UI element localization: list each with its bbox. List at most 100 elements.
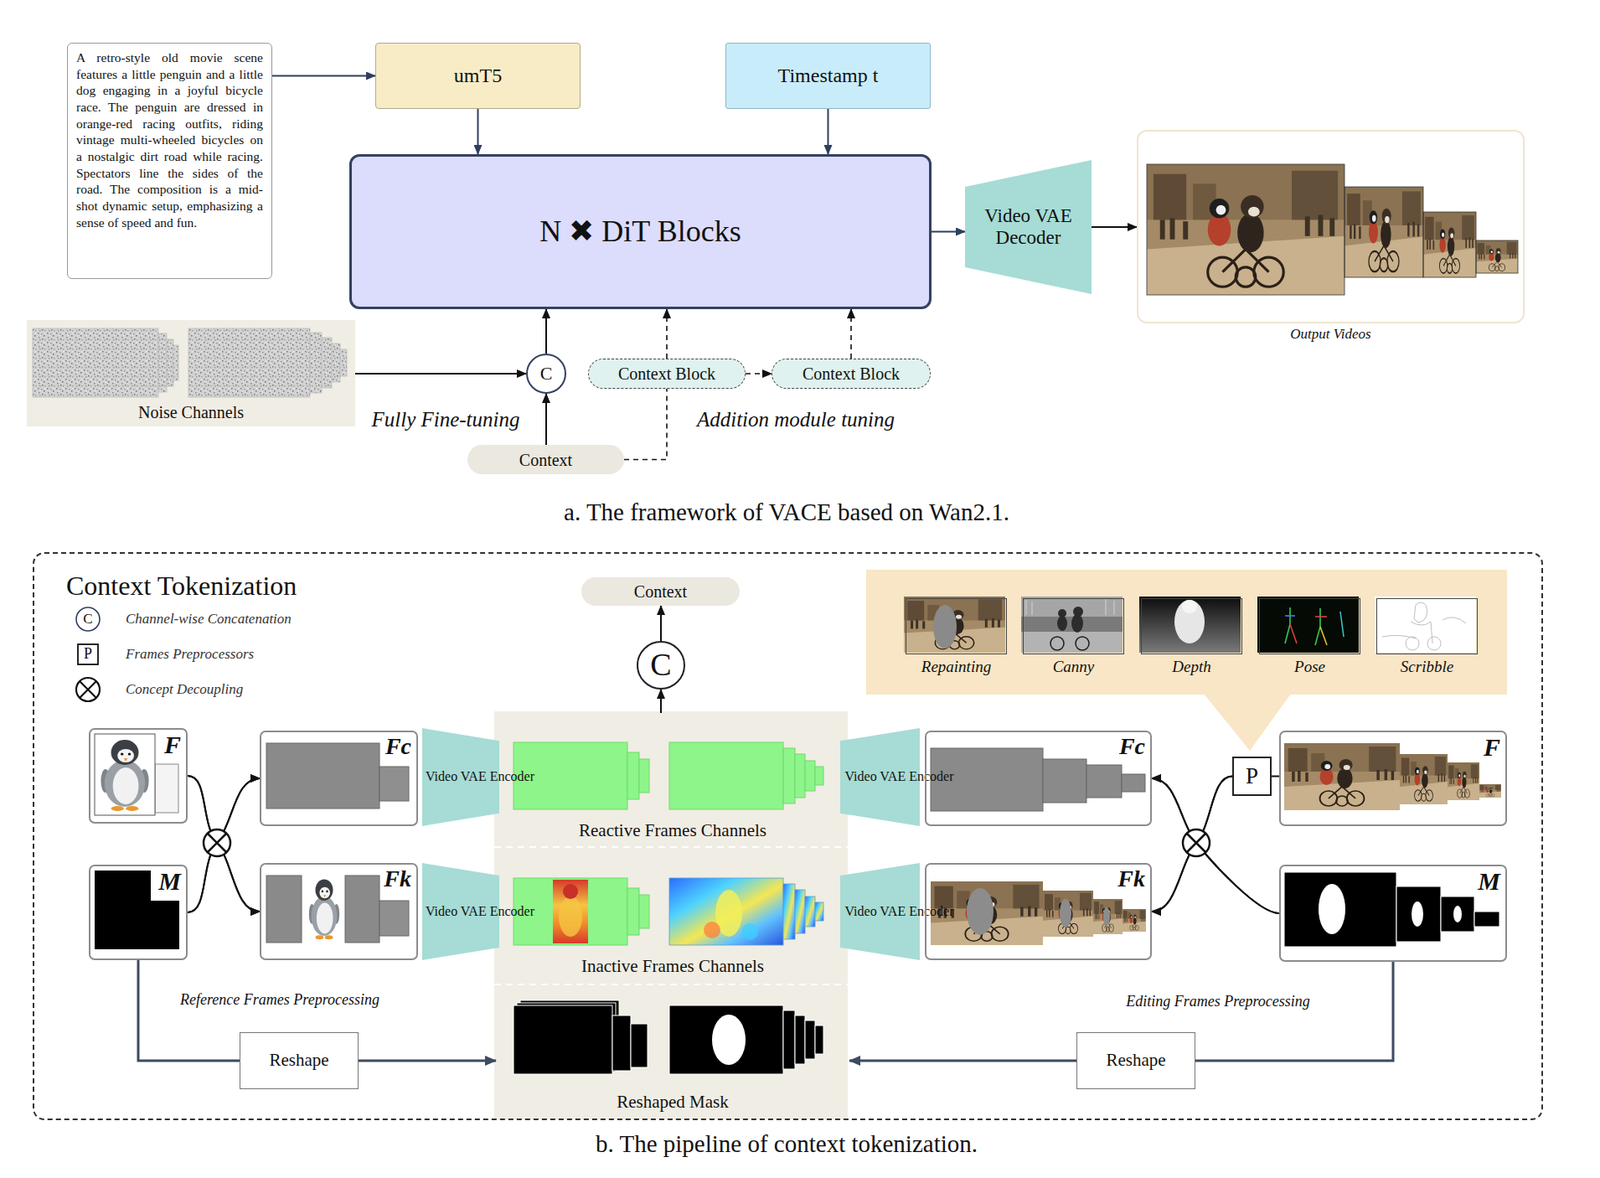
editing-frames-part [1447,762,1480,800]
editing-frames-part-part [930,748,1043,811]
central-panel-part-part [794,1015,806,1064]
central-panel-part-part [815,902,824,921]
output-panel-text: Output Videos [1290,325,1371,343]
preprocessor-panel-part [1021,596,1123,617]
central-panel-part-part [783,1010,795,1069]
editing-frames-part-part [1396,886,1441,942]
frame-box: F [1279,730,1508,826]
channel-band-text: Inactive Frames Channels [495,955,850,977]
central-panel-part-part [513,1005,613,1074]
noise-panel-part-part [309,332,322,393]
connector-arrow [187,775,260,912]
connector-arrow [358,1059,496,1063]
frame-box: Fc [259,730,419,826]
connector-arrow [849,1059,1077,1063]
noise-panel-part-part [158,333,167,393]
thumbnail-text: Scribble [1400,657,1454,677]
thumbnail-text: Depth [1171,657,1211,677]
editing-frames-part-part [1474,911,1500,927]
preprocessor-panel-part [1285,607,1344,646]
connector-arrow [545,393,548,445]
editing-frames-part [1479,784,1502,798]
reference-frames-part [345,875,380,943]
connector-arrow [660,605,662,641]
central-panel-part-part [669,742,784,810]
timestamp-box-text: Timestamp t [778,63,879,88]
reference-frames-part [258,728,417,825]
thumbnail: Pose [1259,598,1361,655]
frame-box-text: Fk [1117,864,1146,893]
preprocessor-panel-part-part [1315,615,1327,618]
reference-frames-part [379,900,409,936]
central-panel-part-part [630,1023,648,1068]
encoder-trapezoid-text: Video VAE Encoder [845,903,916,919]
central-panel-part [513,1000,824,1074]
timestamp-box: Timestamp t [725,42,931,109]
central-panel-part [558,896,583,937]
editing-frames-part [1122,908,1146,932]
preprocessor-panel-part-part [1285,607,1291,644]
reference-frames-part [266,875,302,943]
mask-box: M [88,864,188,960]
context-pill-text: Context [634,581,687,602]
output-video-frames-part-part [1476,240,1518,274]
concat-circle-text: C [540,362,553,385]
frame-box-text: Fc [1119,732,1146,761]
preprocessor-panel-part-part [1442,617,1466,624]
mask-box: M [1279,864,1508,962]
central-panel-part-part [815,1025,824,1054]
preprocessor-panel-part [1382,602,1466,651]
editing-frames-part [1318,883,1346,935]
output-video-frames-part [1476,240,1518,274]
editing-frames-part [1411,901,1424,927]
context-pill: Context [467,444,625,475]
noise-panel-part-part [188,328,310,398]
encoder-box: umT5 [375,42,581,109]
connector-arrow [660,689,662,713]
legend-symbols-part [76,677,100,702]
reference-frames-part [100,739,149,811]
context-block-text: Context Block [802,363,900,384]
encoder-trapezoid: Video VAE Encoder [840,727,920,826]
legend-symbols-part [77,644,99,665]
editing-frames-part [1042,890,1094,937]
preprocessor-panel-part-part [1050,636,1064,651]
output-video-frames-part [1344,186,1424,278]
connector-arrow [931,231,966,233]
editing-frames-part [1284,743,1400,811]
reference-frames-part [87,726,186,822]
central-panel-part-part [783,748,795,804]
legend-text: Concept Decoupling [125,681,243,698]
channel-band-text: Reshaped Mask [495,1091,850,1113]
connector-arrow [477,108,480,155]
central-panel-part-part [494,846,848,848]
encoder-box-text: umT5 [454,63,502,88]
central-panel-part-part [815,766,824,785]
channel-band: Inactive Frames Channels [495,848,850,986]
preprocessor-panel-part-part [1410,621,1433,644]
reference-frames-part [94,870,151,950]
preprocessor-panel-part-part [1382,634,1416,639]
thumbnail: Repainting [905,598,1007,655]
connector-arrow [187,778,260,913]
editing-frames-part [923,728,1151,825]
frame-box-text: F [164,729,181,760]
central-panel-part-part [627,752,640,800]
preprocessor-panel-part [1057,606,1084,633]
central-panel-part-part [783,883,795,940]
encoder-trapezoid: Video VAE Encoder [422,727,500,826]
editing-frames-part-part [1121,774,1146,792]
central-panel-part-part [513,877,628,945]
central-panel-part [712,1014,746,1065]
noise-panel-part-part [321,337,332,388]
frame-box: Fc [924,730,1152,826]
reference-frames-part [154,763,179,813]
concept-decoupling-symbol-part [1187,833,1206,852]
connector-arrow [745,372,772,375]
prompt-box: A retro-style old movie scene features a… [67,42,273,279]
legend-symbols-part [79,681,97,698]
central-panel-part [513,742,824,945]
preprocessor-panel-part-part [1320,626,1327,646]
dashed-group-text: Context Tokenization [66,569,297,602]
reference-frames-part [258,861,417,959]
